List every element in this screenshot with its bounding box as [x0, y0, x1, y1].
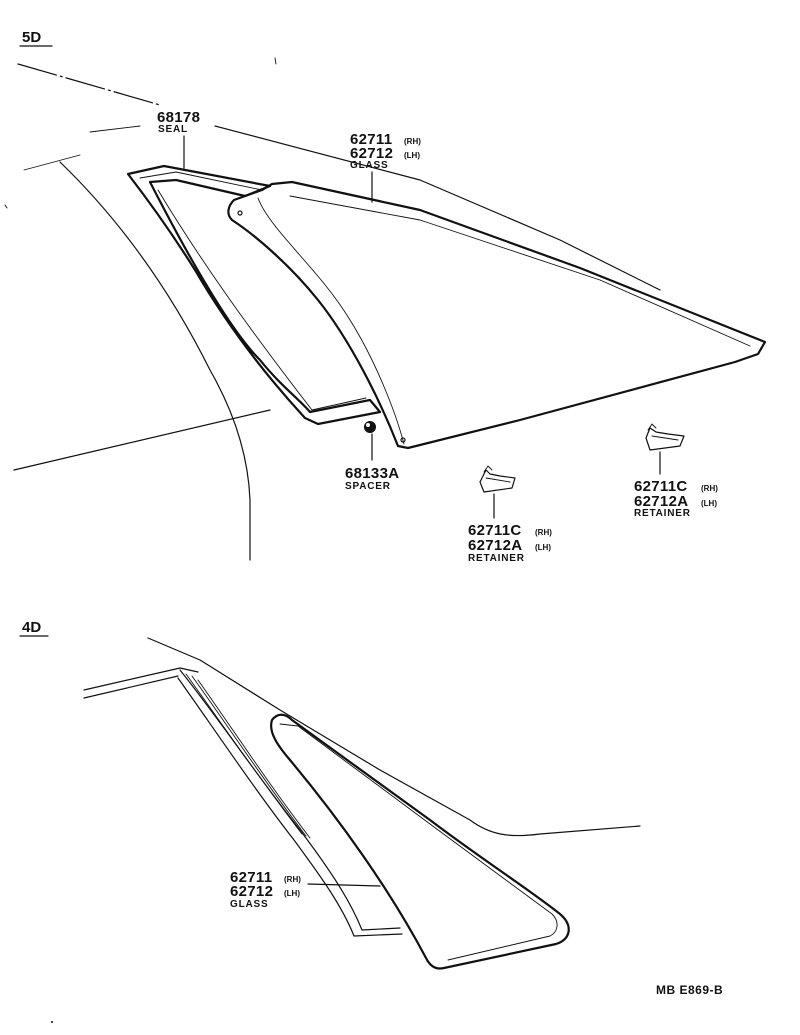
body-outline-5d: [4, 57, 661, 561]
spacer-part-number: 68133A: [345, 465, 399, 482]
seal-5d: [126, 164, 382, 426]
retainer-a: [479, 465, 516, 519]
retainer-b: [645, 423, 685, 475]
retainer-b-rh-tag: (RH): [701, 484, 718, 493]
retainer-a-lh-number: 62712A: [468, 537, 522, 554]
retainer-b-rh-number: 62711C: [634, 478, 688, 495]
glass-5d-lh-number: 62712: [350, 145, 393, 162]
glass-4d-rh-tag: (RH): [284, 875, 301, 884]
callout-spacer: 68133A SPACER: [345, 465, 399, 492]
retainer-a-rh-number: 62711C: [468, 522, 522, 539]
callout-glass-4d: 62711 (RH) 62712 (LH) GLASS: [230, 869, 301, 910]
callout-retainer-a: 62711C (RH) 62712A (LH) RETAINER: [468, 522, 552, 564]
glass-5d-part-name: GLASS: [350, 160, 388, 171]
callout-glass-5d: 62711 (RH) 62712 (LH) GLASS: [350, 131, 421, 171]
retainer-b-part-name: RETAINER: [634, 508, 691, 519]
seal-part-number: 68178: [157, 109, 200, 126]
glass-5d-lh-tag: (LH): [404, 151, 420, 160]
glass-5d-rh-tag: (RH): [404, 137, 421, 146]
glass-5d-rh-number: 62711: [350, 131, 392, 148]
callout-seal: 68178 SEAL: [157, 109, 200, 135]
body-outline-4d: [83, 637, 641, 937]
retainer-a-part-name: RETAINER: [468, 553, 525, 564]
glass-4d-rh-number: 62711: [230, 869, 272, 886]
seal-part-name: SEAL: [158, 124, 188, 135]
retainer-a-lh-tag: (LH): [535, 543, 551, 552]
glass-4d-lh-tag: (LH): [284, 889, 300, 898]
section-label-5d: 5D: [22, 29, 41, 46]
retainer-b-lh-number: 62712A: [634, 493, 688, 510]
retainer-b-lh-tag: (LH): [701, 499, 717, 508]
callout-retainer-b: 62711C (RH) 62712A (LH) RETAINER: [634, 478, 718, 519]
spacer-5d: [364, 421, 376, 461]
glass-4d-lh-number: 62712: [230, 883, 273, 900]
scan-dot: [51, 1021, 53, 1023]
section-label-4d: 4D: [22, 619, 41, 636]
spacer-part-name: SPACER: [345, 481, 391, 492]
retainer-a-rh-tag: (RH): [535, 528, 552, 537]
diagram-code: MB E869-B: [656, 983, 723, 997]
glass-4d-part-name: GLASS: [230, 899, 268, 910]
glass-4d: [270, 713, 570, 970]
glass-5d: [227, 180, 767, 450]
leader-glass-4d: [307, 883, 381, 887]
